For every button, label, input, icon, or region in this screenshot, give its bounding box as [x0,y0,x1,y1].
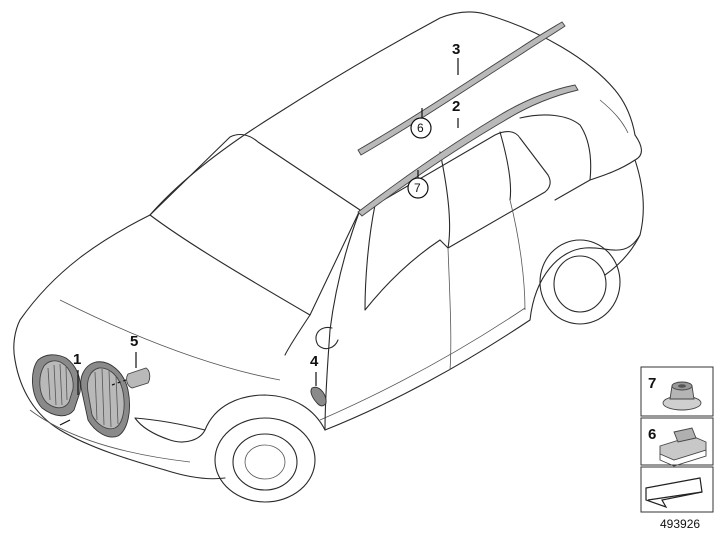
key-label-7: 7 [648,375,656,392]
callout-3: 3 [452,41,460,58]
roof-rail-part [357,84,579,217]
callout-1: 1 [73,351,81,368]
direction-arrow-icon [645,477,703,509]
key-panel: 7 6 [640,366,714,513]
bracket-clip-icon [659,427,707,467]
callout-2: 2 [452,98,460,115]
svg-text:6: 6 [417,121,424,135]
key-label-6: 6 [648,426,656,443]
car-outline [13,11,644,503]
roof-strip-part [357,21,566,156]
diagram-number: 493926 [660,517,700,531]
kidney-grille-part [32,354,130,438]
side-marker-part [310,386,327,407]
svg-text:7: 7 [414,181,421,195]
sensor-part [126,367,151,389]
circled-ref-6: 6 [410,117,432,139]
clip-nut-icon [662,381,702,411]
callout-5: 5 [130,333,138,350]
circled-ref-7: 7 [407,177,429,199]
callout-4: 4 [310,353,319,370]
